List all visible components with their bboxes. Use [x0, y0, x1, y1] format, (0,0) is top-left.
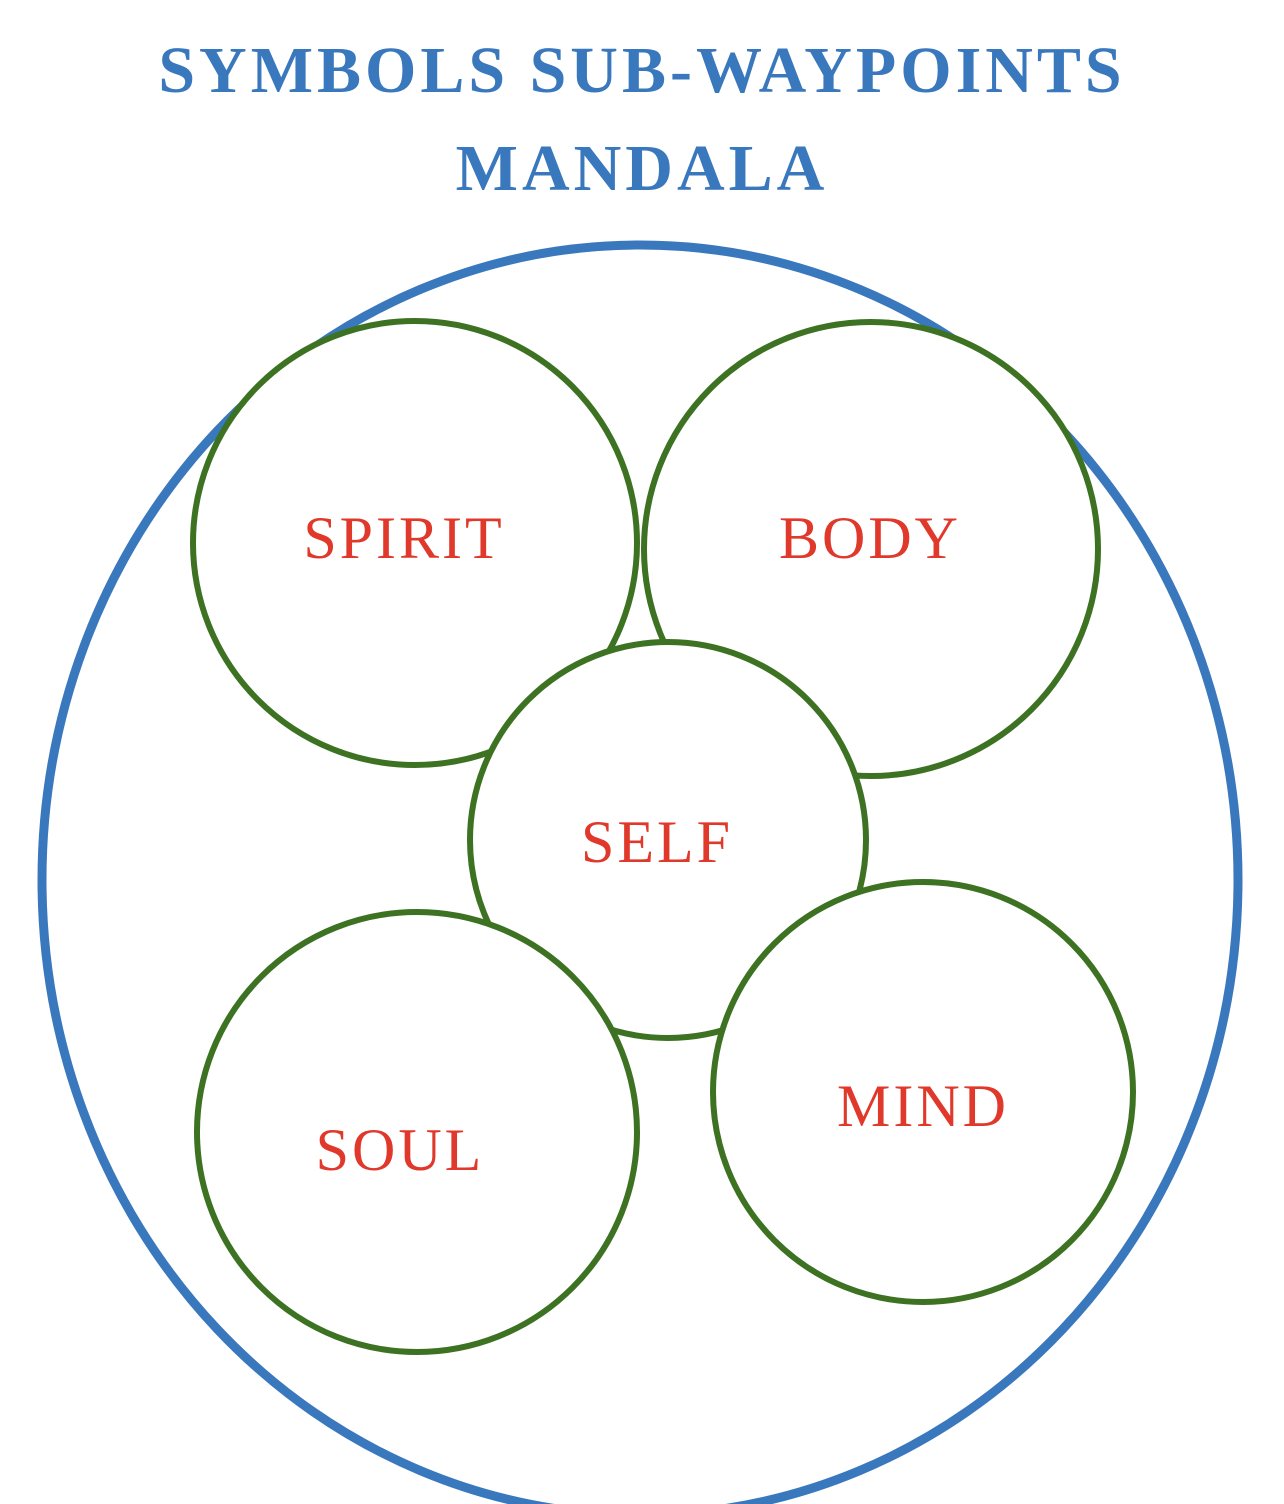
self-label: SELF: [581, 809, 733, 875]
self-circle: [467, 639, 869, 1041]
mind-circle: [710, 879, 1136, 1305]
soul-circle: [194, 909, 640, 1355]
soul-label: SOUL: [316, 1117, 485, 1183]
spirit-label: SPIRIT: [303, 505, 504, 571]
mind-label: MIND: [837, 1073, 1009, 1139]
spirit-circle: [190, 318, 640, 768]
outer-ring: [37, 240, 1243, 1504]
title-line-2: MANDALA: [455, 132, 829, 205]
body-label: BODY: [779, 505, 961, 571]
title-line-1: SYMBOLS SUB-WAYPOINTS: [158, 34, 1126, 107]
